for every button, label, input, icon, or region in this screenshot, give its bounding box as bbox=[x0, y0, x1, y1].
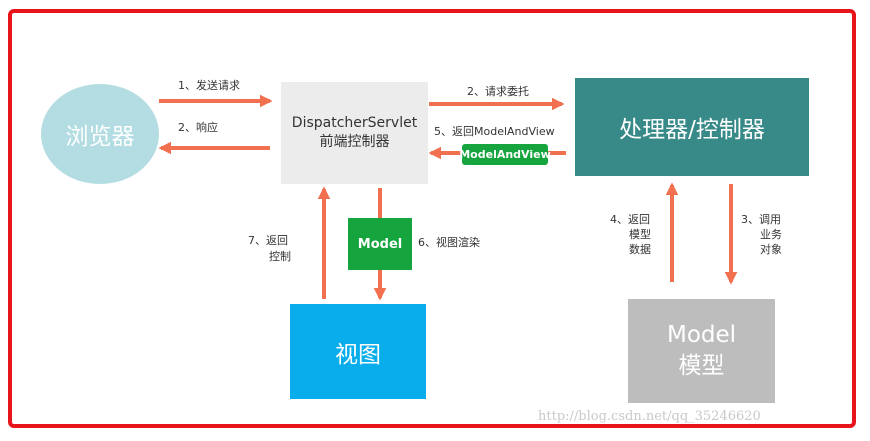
modelandview-tag: ModelAndView bbox=[459, 144, 551, 165]
handler-controller-node: 处理器/控制器 bbox=[575, 78, 809, 176]
label-return-model-data-line1: 4、返回 bbox=[610, 213, 650, 226]
label-delegate: 2、请求委托 bbox=[467, 85, 529, 98]
label-return-model-data-line3: 数据 bbox=[629, 243, 651, 256]
label-return-model-data: 4、返回 模型 数据 bbox=[610, 212, 651, 257]
label-call-business-line1: 3、调用 bbox=[741, 213, 781, 226]
label-view-render: 6、视图渲染 bbox=[418, 236, 480, 249]
label-return-control: 7、返回 控制 bbox=[248, 233, 291, 265]
dispatcher-subtitle: 前端控制器 bbox=[319, 134, 390, 150]
label-return-control-line2: 控制 bbox=[269, 250, 291, 263]
view-node: 视图 bbox=[290, 304, 426, 399]
browser-node: 浏览器 bbox=[41, 84, 159, 184]
label-call-business-line3: 对象 bbox=[760, 243, 782, 256]
label-call-business: 3、调用 业务 对象 bbox=[741, 212, 782, 257]
label-return-model-data-line2: 模型 bbox=[629, 228, 651, 241]
dispatcher-title: DispatcherServlet bbox=[291, 115, 418, 131]
label-return-modelandview: 5、返回ModelAndView bbox=[434, 125, 555, 138]
label-response: 2、响应 bbox=[178, 121, 218, 134]
dispatcher-servlet-node: DispatcherServlet 前端控制器 bbox=[281, 82, 428, 184]
model-node: Model 模型 bbox=[628, 299, 775, 403]
label-return-control-line1: 7、返回 bbox=[248, 234, 288, 247]
model-tag: Model bbox=[348, 218, 412, 270]
outer-red-frame bbox=[8, 9, 856, 428]
watermark-url: http://blog.csdn.net/qq_35246620 bbox=[538, 409, 761, 424]
model-subtitle: 模型 bbox=[678, 353, 725, 379]
model-title: Model bbox=[666, 322, 737, 348]
label-send-request: 1、发送请求 bbox=[178, 79, 240, 92]
label-call-business-line2: 业务 bbox=[760, 228, 782, 241]
